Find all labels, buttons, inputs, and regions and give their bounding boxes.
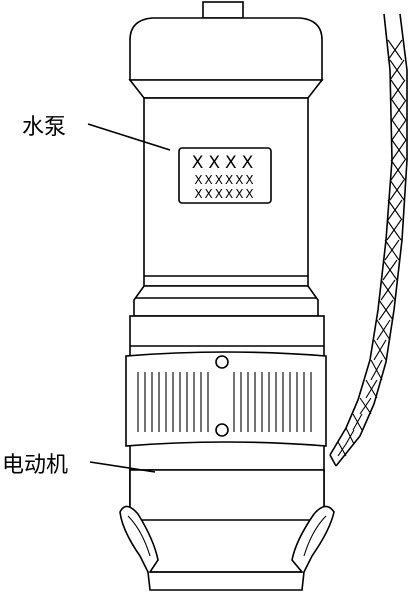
clamp-band (125, 351, 327, 447)
bolt-bottom (215, 423, 229, 437)
motor-leader-line (89, 461, 156, 473)
nameplate-row-3: XXXXXX (194, 187, 255, 201)
outlet-nozzle (202, 1, 244, 19)
nameplate: XXXX XXXXXX XXXXXX (178, 147, 272, 204)
pump-leader-line (87, 123, 171, 151)
pump-base (119, 505, 335, 591)
power-cable (329, 13, 408, 467)
motor-label: 电动机 (2, 453, 68, 478)
pump-label: 水泵 (22, 115, 66, 140)
pump-cap (128, 17, 324, 99)
nameplate-row-1: XXXX (192, 153, 259, 173)
nameplate-row-2: XXXXXX (194, 173, 255, 187)
bolt-top (215, 355, 229, 369)
transition-collar (133, 285, 319, 317)
